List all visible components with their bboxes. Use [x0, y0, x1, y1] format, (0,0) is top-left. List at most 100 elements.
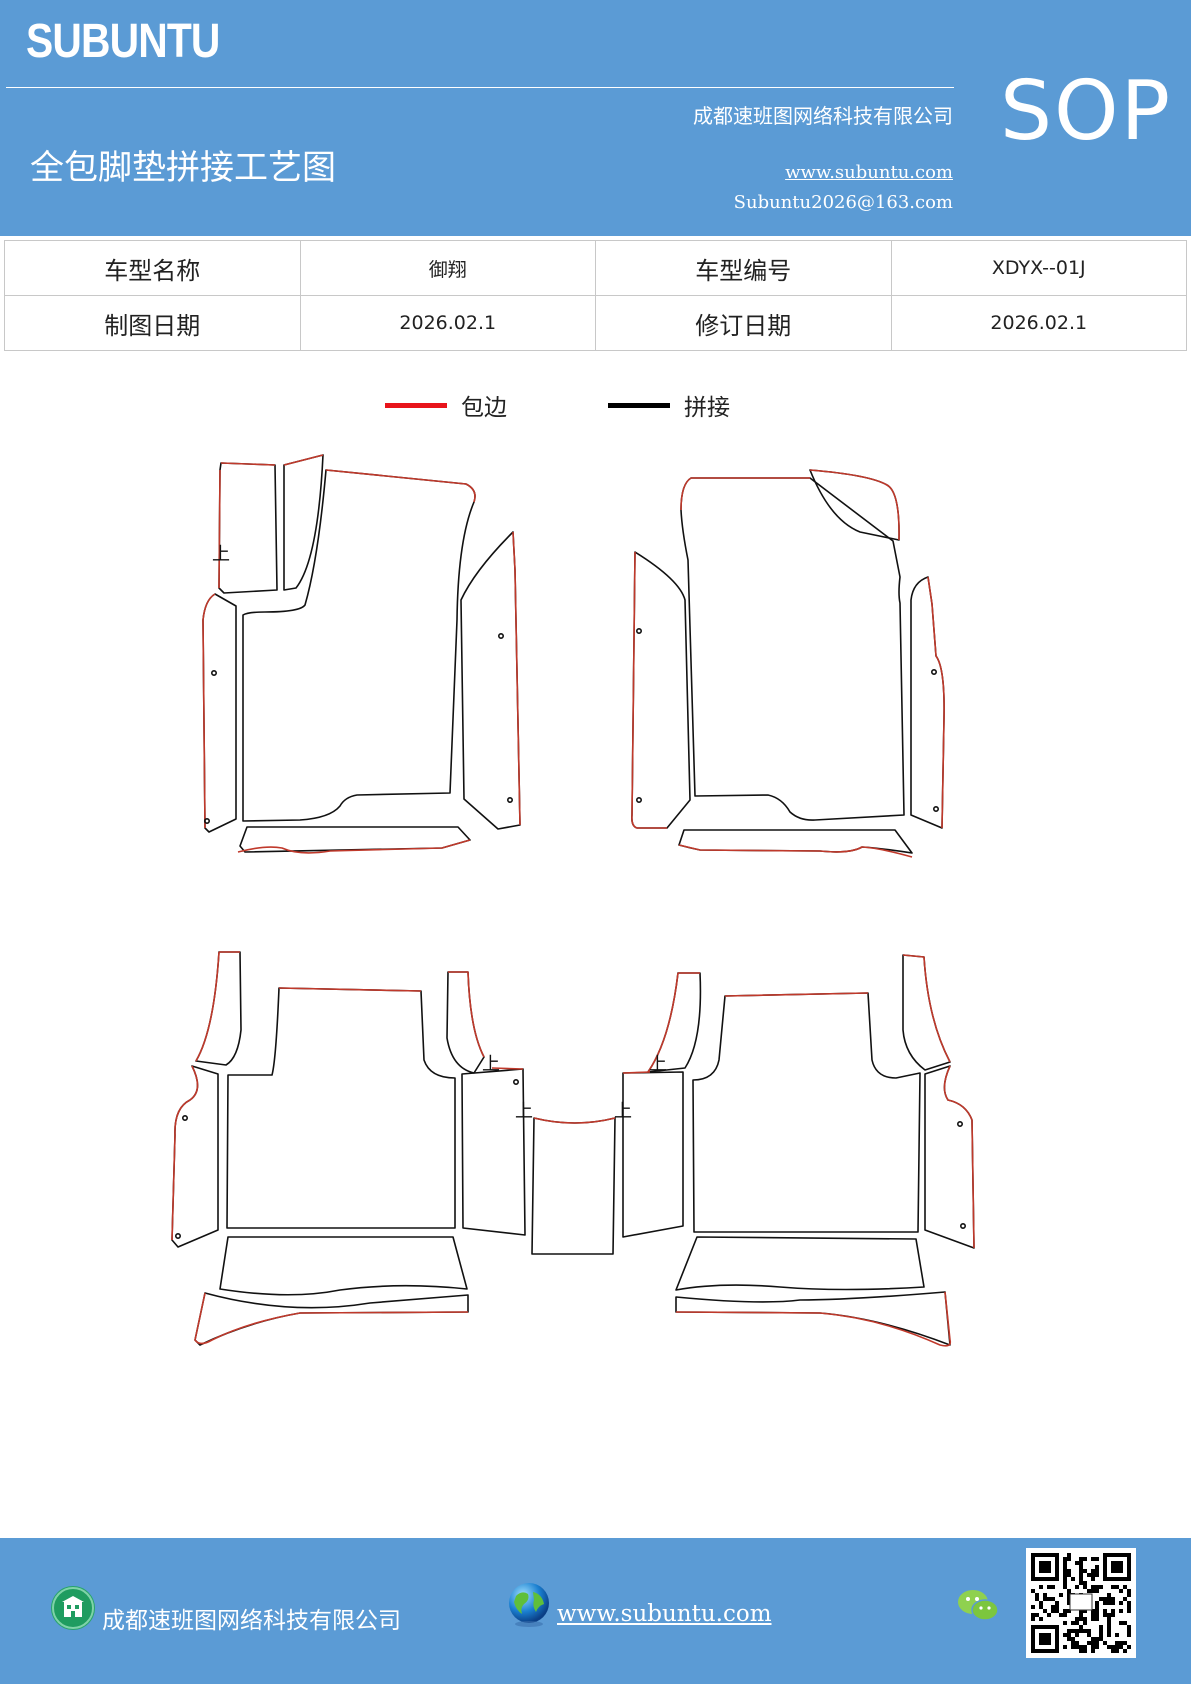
mounting-hole — [930, 668, 937, 675]
legend-item-edge: 包边 — [385, 385, 507, 425]
edge-line — [622, 1071, 651, 1074]
rear-center-mat — [531, 1117, 616, 1255]
sop-badge: SOP — [1000, 64, 1173, 159]
building-icon — [51, 1586, 95, 1630]
mounting-hole — [182, 1115, 189, 1122]
table-row: 制图日期 2026.02.1 修订日期 2026.02.1 — [4, 295, 1187, 351]
page-title: 全包脚垫拼接工艺图 — [30, 148, 336, 188]
mounting-hole — [512, 1079, 519, 1086]
edge-line — [218, 462, 276, 589]
edge-line — [195, 951, 240, 1062]
edge-line — [902, 954, 951, 1063]
legend-swatch-black — [608, 402, 670, 408]
mounting-hole — [211, 669, 218, 676]
mat-piece — [675, 1236, 925, 1291]
mat-piece — [924, 1065, 975, 1249]
model-name-value: 御翔 — [299, 240, 596, 296]
mounting-hole — [506, 796, 513, 803]
email-address[interactable]: Subuntu2026@163.com — [733, 192, 953, 213]
globe-icon — [506, 1582, 550, 1627]
website-link[interactable]: www.subuntu.com — [785, 162, 953, 183]
legend-label-edge: 包边 — [461, 395, 507, 421]
legend: 包边 拼接 — [0, 385, 1191, 425]
edge-line — [325, 469, 476, 503]
edge-line — [678, 844, 913, 858]
header-divider — [6, 87, 954, 88]
mounting-hole — [932, 805, 939, 812]
mat-piece — [692, 992, 921, 1233]
mounting-hole — [635, 796, 642, 803]
revise-date-label: 修订日期 — [595, 295, 892, 351]
company-name: 成都速班图网络科技有限公司 — [693, 104, 953, 128]
mat-piece — [910, 576, 945, 829]
mounting-hole — [956, 1121, 963, 1128]
mat-piece — [809, 469, 900, 541]
front-left-mat — [202, 454, 521, 854]
footer: 成都速班图网络科技有限公司 www.subuntu.com — [0, 1538, 1191, 1684]
edge-line — [194, 1292, 469, 1345]
edge-line — [943, 1065, 975, 1249]
mat-piece — [461, 1068, 526, 1236]
mat-piece — [242, 469, 476, 822]
model-code-value: XDYX--01J — [890, 240, 1187, 296]
footer-website[interactable]: www.subuntu.com — [557, 1601, 772, 1627]
edge-line — [927, 576, 945, 829]
edge-line — [283, 454, 324, 466]
edge-line — [278, 987, 422, 992]
mat-piece — [680, 477, 905, 821]
mat-piece — [460, 531, 521, 830]
mat-piece — [531, 1117, 616, 1255]
model-name-label: 车型名称 — [4, 240, 301, 296]
mat-piece — [219, 1236, 468, 1296]
mounting-hole — [497, 632, 504, 639]
edge-line — [512, 531, 521, 826]
brand-logo: SUBUNTU — [26, 15, 220, 68]
mat-piece — [675, 1291, 951, 1346]
rear-left-mat — [171, 951, 526, 1346]
mat-piece — [902, 954, 951, 1071]
wechat-icon — [956, 1586, 1000, 1630]
table-row: 车型名称 御翔 车型编号 XDYX--01J — [4, 240, 1187, 296]
edge-line — [171, 1065, 199, 1241]
mounting-hole — [635, 627, 642, 634]
floor-mat-drawing: 上 上 上 上 上 — [171, 454, 975, 1347]
orientation-marker: 上 — [482, 1054, 500, 1075]
edge-line — [533, 1117, 616, 1124]
edge-line — [202, 593, 216, 829]
front-right-mat — [631, 469, 945, 858]
mat-piece — [218, 462, 278, 594]
edge-line — [675, 1291, 952, 1347]
mat-piece — [202, 593, 237, 833]
edge-line — [809, 469, 900, 541]
mat-piece — [631, 551, 691, 829]
orientation-marker: 上 — [614, 1101, 632, 1122]
edge-line — [631, 551, 667, 829]
revise-date-value: 2026.02.1 — [890, 295, 1187, 351]
mat-piece — [194, 1292, 469, 1346]
orientation-marker: 上 — [212, 544, 230, 565]
edge-line — [724, 992, 869, 997]
orientation-marker: 上 — [649, 1054, 667, 1075]
model-code-label: 车型编号 — [595, 240, 892, 296]
edge-line — [491, 1067, 524, 1070]
mounting-hole — [959, 1223, 966, 1230]
draw-date-label: 制图日期 — [4, 295, 301, 351]
legend-label-seam: 拼接 — [684, 395, 730, 421]
qr-code — [1026, 1548, 1136, 1658]
edge-line — [237, 839, 471, 854]
draw-date-value: 2026.02.1 — [299, 295, 596, 351]
mat-piece — [226, 987, 456, 1229]
header: SUBUNTU 成都速班图网络科技有限公司 全包脚垫拼接工艺图 www.subu… — [0, 0, 1191, 236]
footer-company: 成都速班图网络科技有限公司 — [102, 1608, 401, 1634]
mounting-hole — [204, 817, 211, 824]
legend-item-seam: 拼接 — [608, 385, 730, 425]
mounting-hole — [175, 1233, 182, 1240]
legend-swatch-red — [385, 402, 447, 408]
mat-piece — [446, 971, 485, 1074]
rear-right-mat — [622, 954, 975, 1347]
edge-line — [680, 477, 810, 511]
mat-piece — [622, 1071, 684, 1238]
info-table: 车型名称 御翔 车型编号 XDYX--01J 制图日期 2026.02.1 修订… — [4, 240, 1187, 351]
mat-piece — [283, 454, 324, 591]
edge-line — [448, 971, 485, 1058]
